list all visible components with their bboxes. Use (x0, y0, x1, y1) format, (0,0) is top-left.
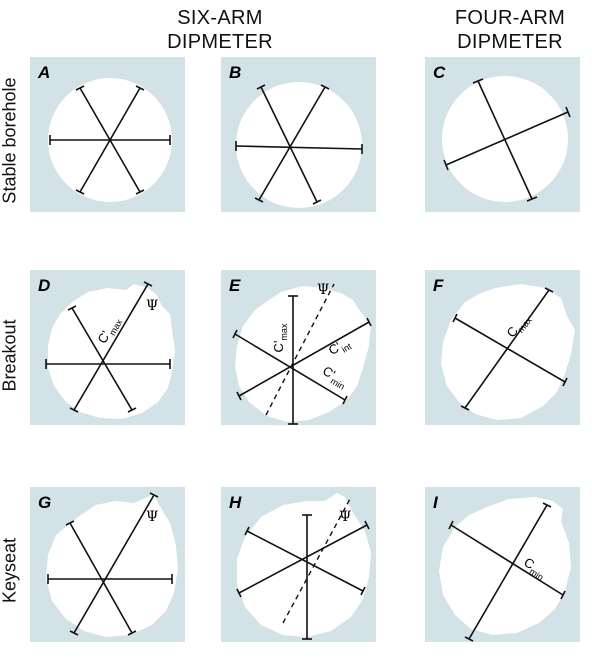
label-c-prime-max-e: C' (271, 341, 286, 353)
panel-d: C'max Ψ D (30, 270, 185, 425)
four-arm-header: FOUR-ARM DIPMETER (430, 6, 590, 54)
panel-letter-b: B (229, 63, 241, 82)
row-label-keyseat: Keyseat (0, 537, 20, 604)
panel-b: B (221, 57, 376, 212)
panel-letter-h: H (229, 493, 242, 512)
panel-letter-c: C (433, 63, 446, 82)
row-label-stable: Stable borehole (0, 77, 20, 204)
panel-letter-f: F (433, 276, 444, 295)
four-arm-header-line1: FOUR-ARM (454, 7, 566, 29)
psi-label-e: Ψ (317, 282, 329, 298)
panel-g: Ψ G (30, 487, 185, 642)
psi-label-h: Ψ (339, 509, 351, 525)
row-label-breakout: Breakout (0, 319, 20, 392)
psi-label-d: Ψ (146, 298, 158, 314)
panel-c: C (425, 57, 580, 212)
svg-text:C'max: C'max (271, 323, 289, 352)
four-arm-header-line2: DIPMETER (457, 31, 563, 53)
panel-i: Cmin I (425, 487, 580, 642)
panel-letter-a: A (37, 63, 50, 82)
panel-f: Cmax F (425, 270, 580, 425)
panel-letter-g: G (38, 493, 51, 512)
panel-h: Ψ H (221, 487, 376, 642)
six-arm-header-line1: SIX-ARM (177, 7, 263, 29)
panel-letter-e: E (229, 276, 241, 295)
panel-letter-d: D (38, 276, 50, 295)
panel-a: A (30, 57, 185, 212)
six-arm-header-line2: DIPMETER (167, 31, 273, 53)
panel-e: C'max C'int C'min Ψ E (221, 270, 376, 425)
panel-letter-i: I (433, 493, 439, 512)
six-arm-header: SIX-ARM DIPMETER (100, 6, 340, 54)
psi-label-g: Ψ (146, 509, 158, 525)
